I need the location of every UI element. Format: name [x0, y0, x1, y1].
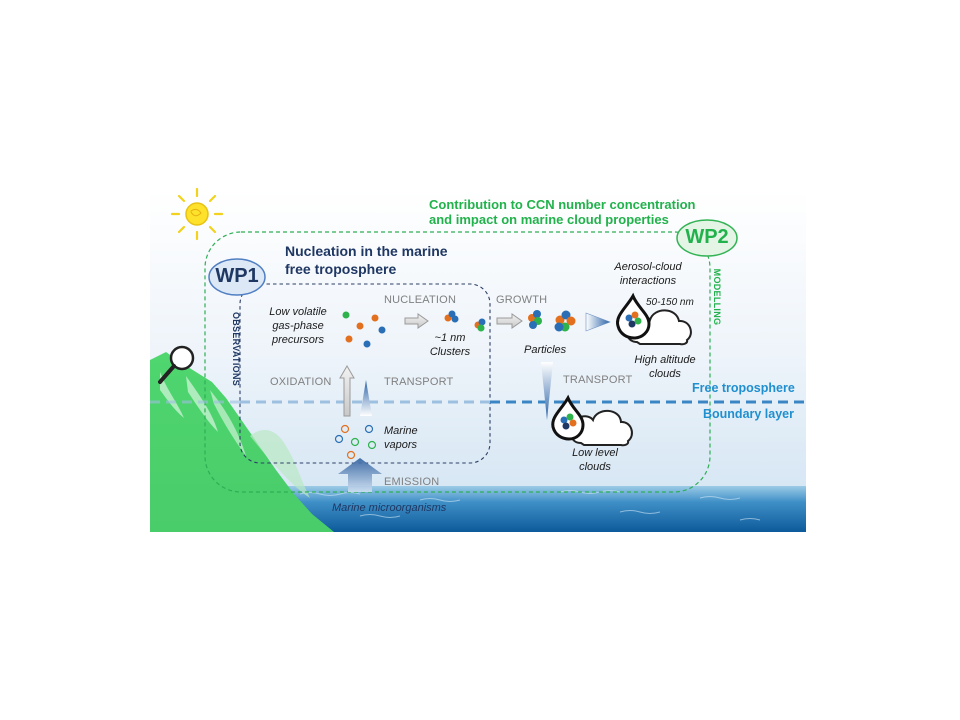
aerosol-cloud-label: Aerosol-cloud interactions — [603, 260, 693, 288]
boundary-layer-label: Boundary layer — [703, 407, 794, 421]
free-troposphere-label: Free troposphere — [692, 381, 795, 395]
sun-icon — [172, 189, 222, 239]
contribution-title-line1: Contribution to CCN number concentration — [429, 197, 695, 213]
contribution-title-line2: and impact on marine cloud properties — [429, 212, 669, 228]
modelling-label: MODELLING — [712, 259, 722, 335]
oxidation-label: OXIDATION — [270, 376, 332, 388]
microorganisms-label: Marine microorganisms — [332, 501, 446, 515]
clusters-label: ~1 nm Clusters — [424, 331, 476, 359]
size-range-label: 50-150 nm — [646, 296, 694, 310]
wp1-badge: WP1 — [209, 265, 265, 288]
wp1-title-line2: free troposphere — [285, 260, 396, 278]
particles-label: Particles — [524, 343, 566, 357]
marine-vapors-label: Marine vapors — [384, 424, 434, 452]
emission-label: EMISSION — [384, 476, 439, 488]
wp1-title-line1: Nucleation in the marine — [285, 242, 448, 260]
precursors-label: Low volatile gas-phase precursors — [258, 305, 338, 347]
transport-left-label: TRANSPORT — [384, 376, 453, 388]
wp2-badge: WP2 — [677, 226, 737, 249]
transport-right-label: TRANSPORT — [563, 374, 632, 386]
growth-label: GROWTH — [496, 294, 547, 306]
low-clouds-label: Low level clouds — [560, 446, 630, 474]
high-clouds-label: High altitude clouds — [625, 353, 705, 381]
nucleation-label: NUCLEATION — [384, 294, 456, 306]
observations-label: OBSERVATIONS — [231, 304, 241, 394]
